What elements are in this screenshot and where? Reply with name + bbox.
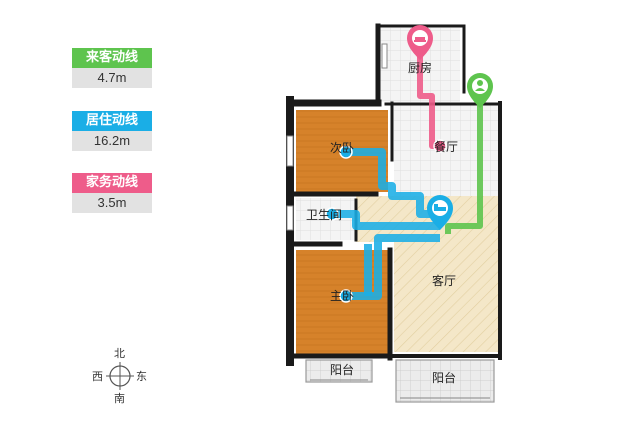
balcony1-floor — [306, 360, 372, 382]
compass: 北 南 西 东 — [92, 347, 147, 405]
kitchen-marker-icon — [407, 25, 433, 60]
guest-path — [445, 104, 483, 234]
legend-living-value: 16.2m — [72, 131, 152, 151]
bathroom-dot — [325, 207, 339, 221]
master-floor — [296, 250, 388, 354]
balcony2-floor — [396, 360, 494, 402]
balcony-rails — [305, 359, 495, 403]
legend-living-label: 居住动线 — [72, 111, 152, 131]
compass-west: 西 — [92, 370, 103, 383]
dining-label: 餐厅 — [434, 139, 458, 154]
legend-guest-label: 来客动线 — [72, 48, 152, 68]
kitchen-label: 厨房 — [408, 60, 432, 75]
legend-chore-value: 3.5m — [72, 193, 152, 213]
bed-marker-icon — [427, 195, 453, 230]
walls — [286, 23, 502, 366]
living-label: 客厅 — [432, 273, 456, 288]
entrance-marker-icon — [467, 73, 493, 108]
bedroom2-label: 次卧 — [330, 141, 354, 155]
bedroom2-dot — [339, 145, 353, 159]
balcony1-label: 阳台 — [330, 362, 354, 377]
bathroom-label: 卫生间 — [306, 208, 342, 222]
compass-north: 北 — [114, 347, 125, 360]
legend-chore-label: 家务动线 — [72, 173, 152, 193]
legend-chore: 家务动线 3.5m — [72, 173, 152, 213]
dining-dot — [433, 139, 447, 153]
balcony2-label: 阳台 — [432, 370, 456, 385]
master-label: 主卧 — [330, 289, 354, 303]
bathroom-floor — [296, 198, 356, 240]
compass-south: 南 — [114, 392, 125, 405]
living-path — [332, 148, 440, 300]
legend-guest-value: 4.7m — [72, 68, 152, 88]
windows — [286, 43, 388, 231]
legend-guest: 来客动线 4.7m — [72, 48, 152, 88]
legend-living: 居住动线 16.2m — [72, 111, 152, 151]
compass-east: 东 — [136, 370, 147, 383]
master-dot — [339, 289, 353, 303]
